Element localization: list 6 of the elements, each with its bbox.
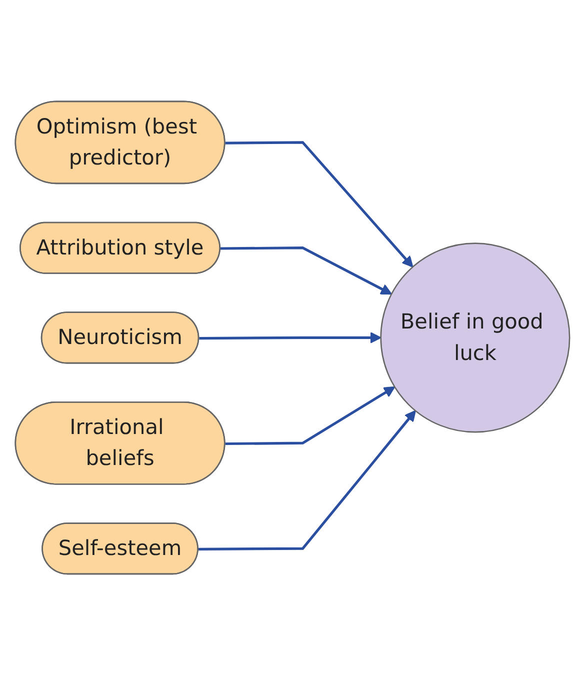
arrow bbox=[220, 246, 392, 294]
arrow bbox=[198, 410, 416, 550]
arrow bbox=[225, 386, 396, 445]
arrow bbox=[199, 332, 382, 344]
arrow bbox=[225, 140, 414, 268]
node-circle: Belief in good luck bbox=[380, 242, 570, 433]
